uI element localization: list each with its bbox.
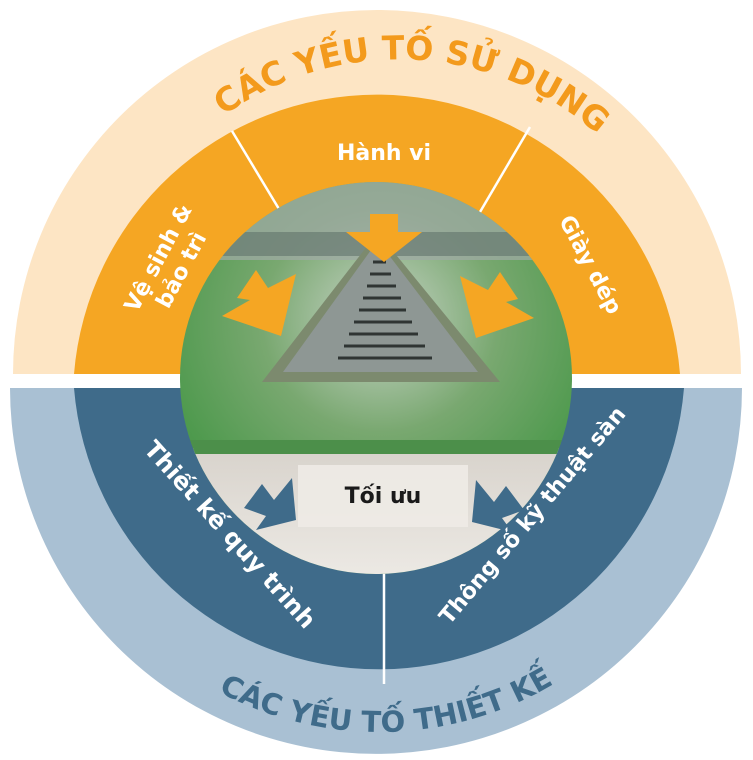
arrow-inward-icon (222, 270, 296, 336)
segment-label-behavior: Hành vi (337, 141, 431, 166)
center-label: Tối ưu (345, 484, 422, 509)
center-label-box (298, 465, 468, 527)
arrow-inward-icon (244, 478, 296, 530)
arrow-down-icon (346, 214, 422, 262)
drain-slots (338, 260, 432, 360)
arrow-inward-icon (472, 480, 524, 532)
arrow-inward-icon (460, 272, 534, 338)
